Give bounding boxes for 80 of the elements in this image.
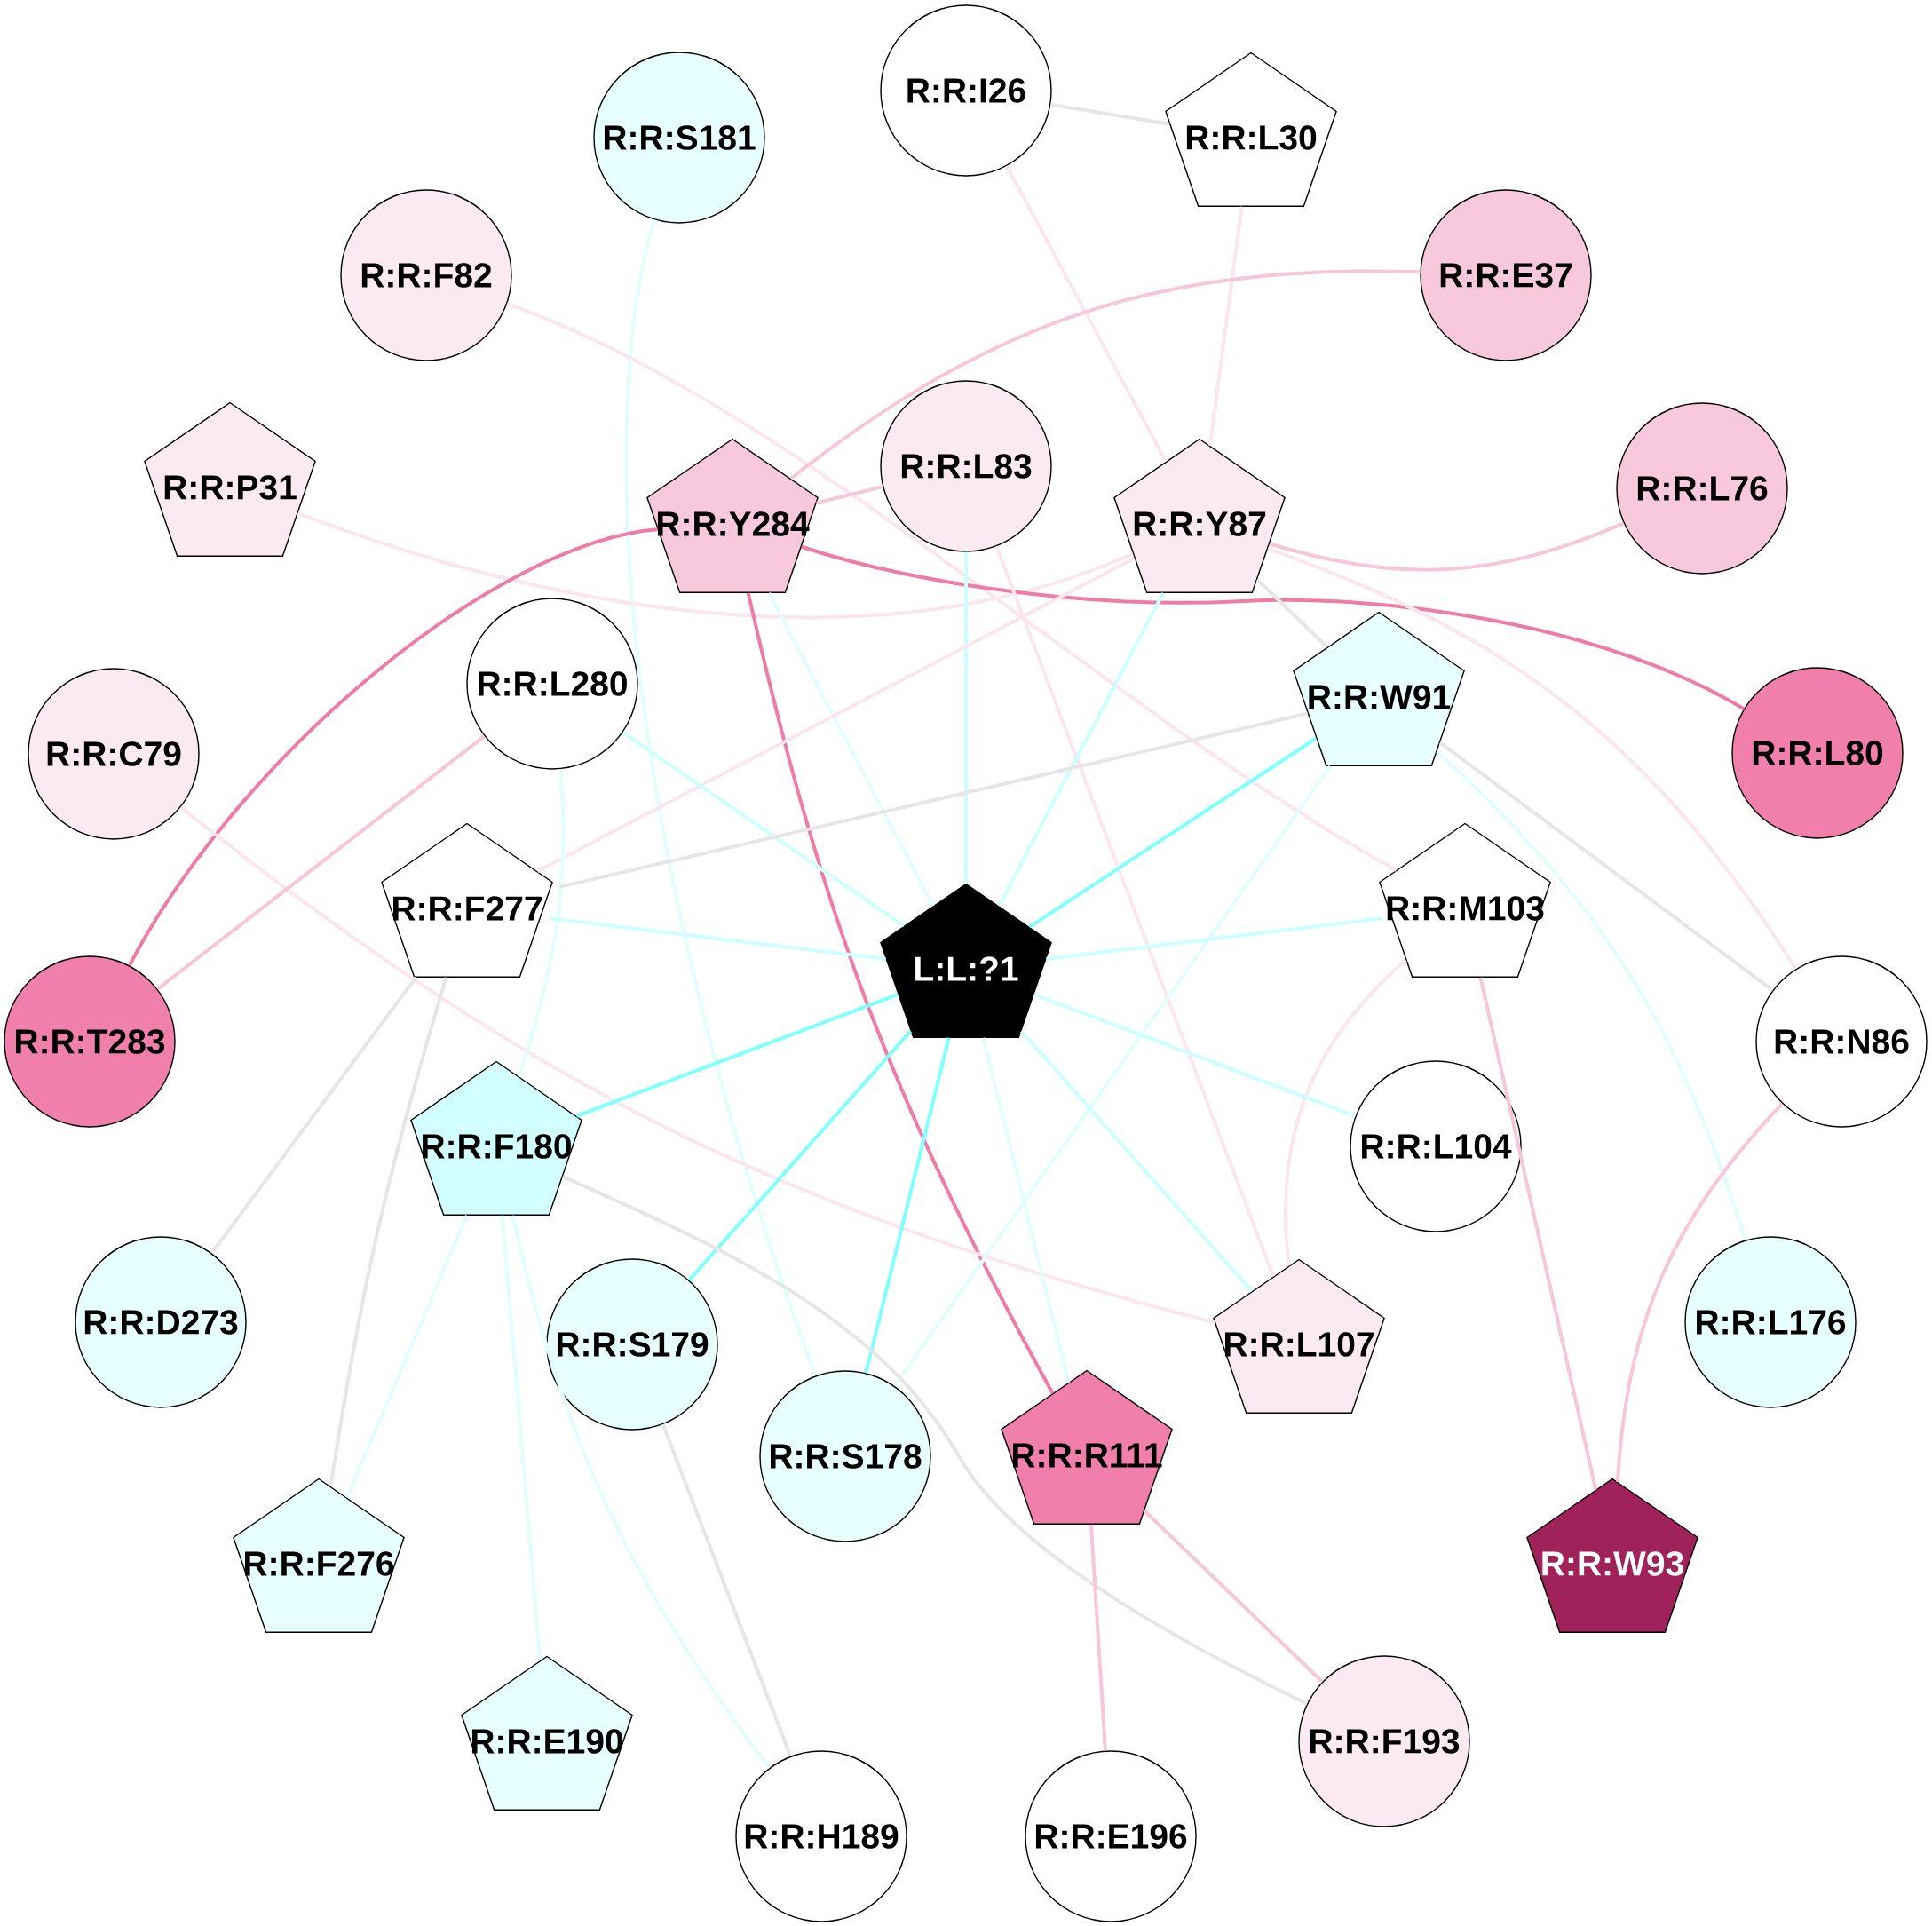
circle-node: R:R:T283	[4, 955, 176, 1128]
connector-line	[893, 765, 1332, 1387]
pentagon-node: R:R:F277	[381, 822, 553, 978]
connector-line	[575, 993, 899, 1118]
connector-line	[210, 976, 417, 1255]
connector-line	[179, 805, 1215, 1325]
pentagon-node: R:R:W93	[1526, 1478, 1698, 1633]
connector-line	[1046, 916, 1383, 962]
connector-line	[1143, 1510, 1324, 1684]
connector-line	[1284, 958, 1407, 1266]
circle-node: R:R:L80	[1731, 667, 1904, 839]
connector-line	[801, 544, 1745, 711]
connector-line	[1438, 741, 1774, 992]
circle-node: R:R:I26	[880, 4, 1052, 177]
connector-line	[1267, 546, 1798, 971]
connector-line	[1050, 102, 1170, 126]
connector-line	[997, 591, 1165, 908]
connector-line	[994, 545, 1275, 1278]
pentagon-node: L:L:?1	[880, 883, 1052, 1038]
connector-line	[1005, 165, 1168, 463]
connector-line	[622, 731, 906, 928]
circle-node: R:R:L104	[1350, 1060, 1522, 1232]
circle-node: R:R:C79	[28, 668, 200, 840]
circle-node: R:R:D273	[75, 1236, 247, 1408]
pentagon-node: R:R:L107	[1213, 1258, 1385, 1414]
connector-line	[1436, 749, 1747, 1241]
connector-line	[864, 1037, 951, 1374]
pentagon-node: R:R:L30	[1165, 52, 1337, 207]
connector-line	[1255, 578, 1329, 649]
connector-line	[506, 302, 1398, 872]
pentagon-node: R:R:Y284	[646, 438, 819, 593]
connector-line	[558, 711, 1309, 889]
pentagon-node: R:R:W91	[1293, 611, 1465, 766]
connector-line	[1615, 1102, 1784, 1482]
pentagon-node: R:R:F180	[410, 1060, 582, 1216]
connector-line	[661, 1423, 793, 1757]
circle-node: R:R:S181	[593, 52, 765, 224]
connector-line	[1089, 1524, 1107, 1751]
circle-node: R:R:L76	[1616, 402, 1788, 575]
pentagon-node: R:R:Y87	[1113, 438, 1286, 593]
circle-node: R:R:S178	[759, 1370, 931, 1542]
circle-node: R:R:L280	[466, 598, 638, 770]
connector-line	[156, 734, 486, 991]
connector-line	[344, 1215, 469, 1499]
connector-line	[687, 1029, 913, 1282]
connector-line	[1478, 977, 1598, 1490]
connector-line	[1269, 521, 1625, 572]
circle-node: R:R:E37	[1420, 189, 1592, 361]
connector-line	[1033, 993, 1357, 1118]
pentagon-node: R:R:P31	[144, 401, 316, 557]
circle-node: R:R:F193	[1298, 1655, 1470, 1827]
connector-line	[816, 485, 883, 505]
circle-node: R:R:L83	[880, 380, 1052, 552]
circle-node: R:R:S179	[546, 1258, 718, 1431]
connector-line	[1028, 736, 1318, 929]
connector-line	[511, 1215, 772, 1770]
circle-node: R:R:L176	[1684, 1236, 1857, 1408]
connector-line	[624, 219, 818, 1376]
connector-line	[964, 551, 968, 884]
connector-line	[297, 511, 1134, 619]
connector-line	[746, 592, 1055, 1395]
pentagon-node: R:R:F276	[233, 1478, 405, 1633]
connector-line	[562, 1175, 1308, 1706]
circle-node: R:R:F82	[340, 189, 512, 361]
connector-line	[329, 977, 448, 1487]
connector-line	[536, 556, 1136, 874]
circle-node: R:R:H189	[735, 1750, 907, 1922]
connector-line	[517, 769, 566, 1077]
connector-line	[767, 591, 935, 908]
connector-line	[500, 1215, 542, 1661]
connector-line	[1208, 206, 1244, 447]
connector-line	[549, 916, 886, 962]
circle-node: R:R:N86	[1755, 955, 1928, 1128]
connector-line	[128, 527, 658, 967]
connector-line	[789, 269, 1421, 480]
pentagon-node: R:R:E190	[461, 1655, 633, 1811]
circle-node: R:R:E196	[1025, 1750, 1197, 1922]
connector-line	[981, 1037, 1071, 1383]
connector-line	[1019, 1030, 1254, 1293]
pentagon-node: R:R:R111	[1001, 1369, 1173, 1525]
